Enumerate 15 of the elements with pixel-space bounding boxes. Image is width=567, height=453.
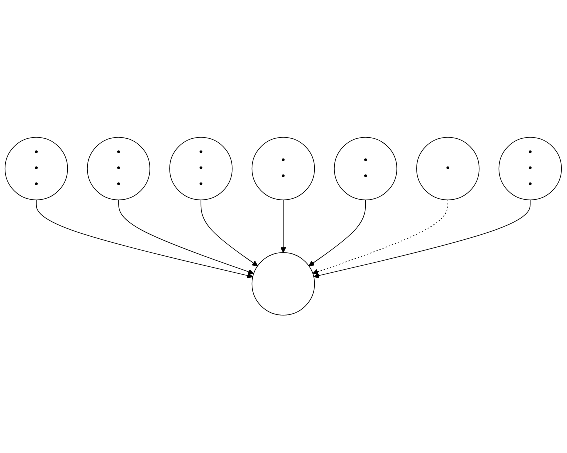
arrow <box>118 200 254 275</box>
node-circle: • • • <box>498 137 562 200</box>
node-circle <box>252 252 316 316</box>
arrow <box>280 200 286 254</box>
node-circle: • • • <box>4 137 68 200</box>
arrow <box>314 200 531 279</box>
arrow <box>308 200 366 266</box>
node-circle: • • • <box>170 137 233 200</box>
node-circle: • • <box>334 137 398 200</box>
arrow <box>36 200 254 279</box>
node-circle: • • • <box>87 137 150 200</box>
arrow <box>200 200 258 266</box>
node-circle: • <box>416 137 480 200</box>
arrow <box>312 200 448 275</box>
node-circle: • • <box>252 137 316 200</box>
